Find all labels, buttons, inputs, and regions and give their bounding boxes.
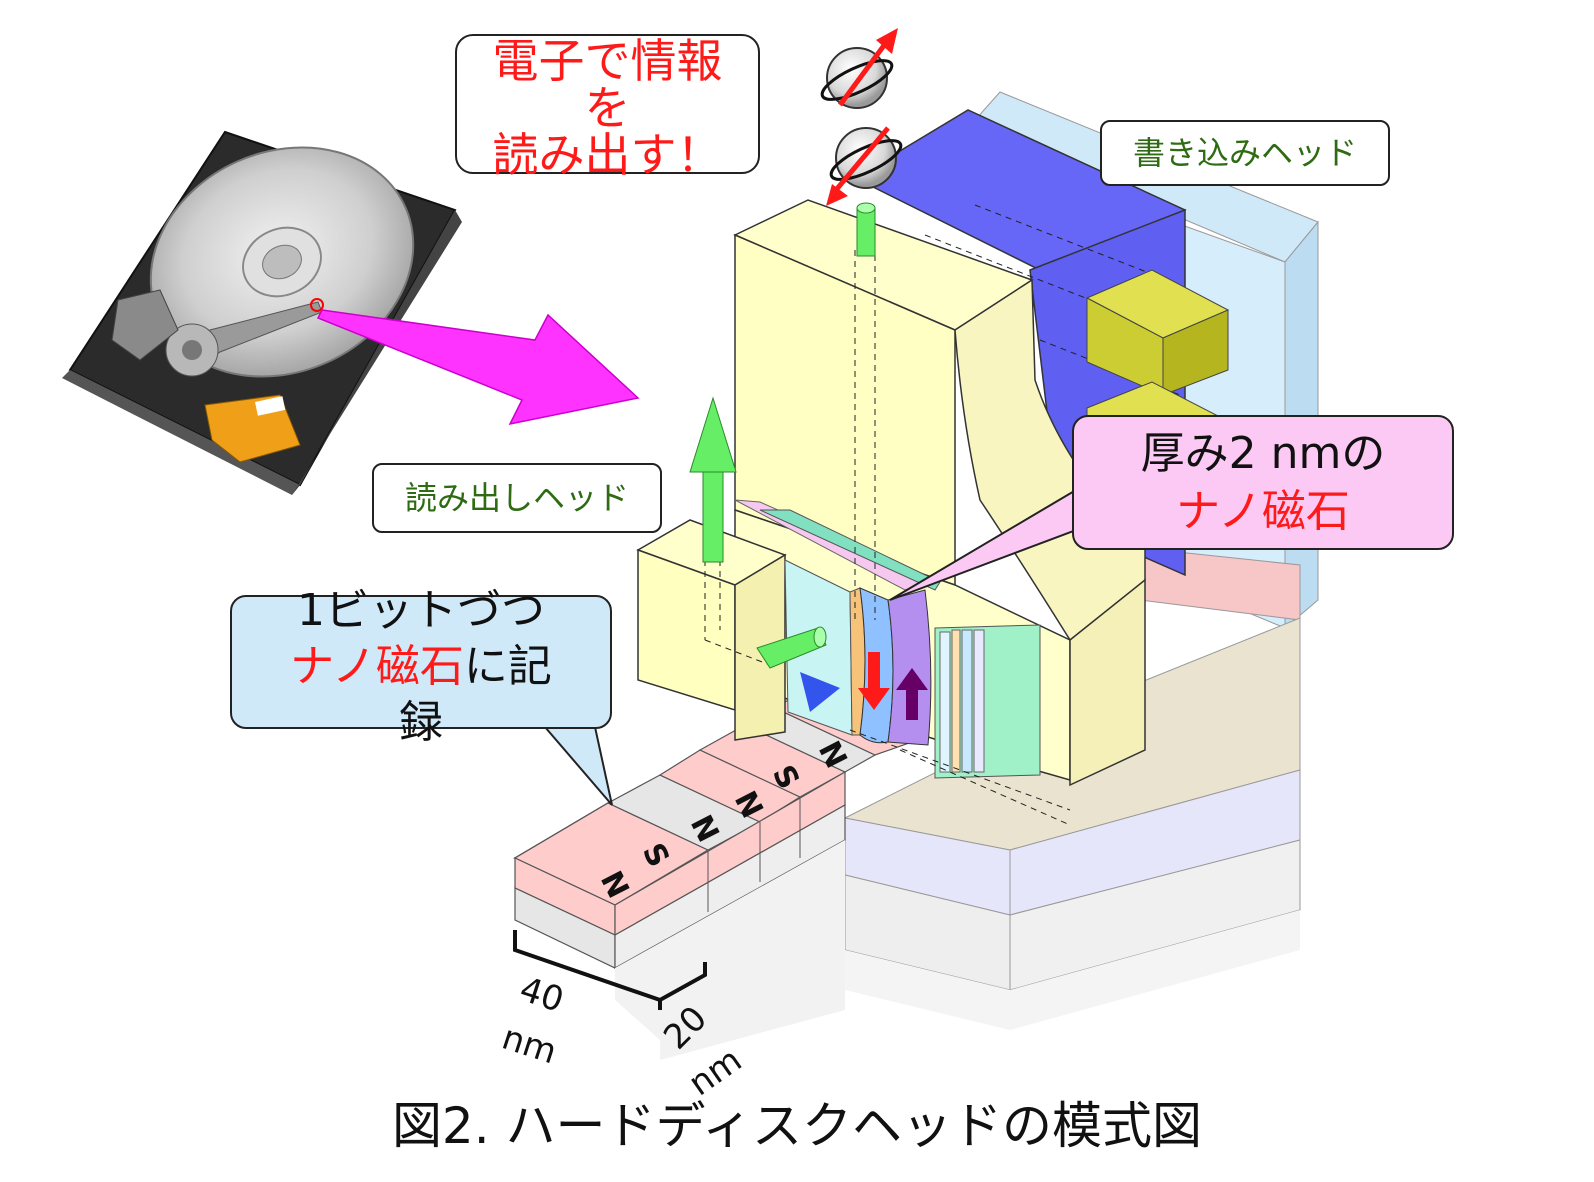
bit-record-callout: 1ビットづつ ナノ磁石に記 録 [230, 585, 612, 748]
bit-record-nanomagnet: ナノ磁石 [290, 641, 464, 692]
up-arrow-purple [896, 668, 928, 720]
nanomagnet-thickness-text: 厚み2 nmの [1140, 428, 1386, 479]
read-head-label: 読み出しヘッド [372, 463, 662, 533]
figure-caption: 図2. ハードディスクヘッドの模式図 [391, 1097, 1203, 1155]
nanomagnet-callout: 厚み2 nmの ナノ磁石 [1072, 415, 1454, 550]
read-info-line-2: を [584, 81, 631, 135]
bit-record-line-2: に記 [463, 641, 552, 692]
read-info-callout: 電子で情報 を 読み出す！ [455, 34, 760, 179]
bit-record-line-1: 1ビットづつ [297, 585, 545, 636]
down-arrow-blue [800, 672, 840, 712]
hidden-lines [704, 250, 1071, 826]
head-position-marker [310, 298, 324, 312]
down-arrow-red [858, 652, 890, 710]
nanomagnet-text: ナノ磁石 [1176, 486, 1350, 537]
bit-strip: N S N N S N [513, 695, 914, 1060]
hard-disk-photo [62, 130, 462, 495]
zoom-arrow [316, 309, 640, 426]
spin-electrons [820, 28, 903, 206]
green-arrows [689, 202, 876, 669]
read-info-line-1: 電子で情報 [492, 34, 723, 88]
bit-record-line-3: 録 [399, 697, 443, 748]
read-info-line-3: 読み出す！ [492, 128, 723, 182]
dimension-brackets [513, 930, 707, 1010]
write-head-label: 書き込みヘッド [1100, 120, 1390, 186]
